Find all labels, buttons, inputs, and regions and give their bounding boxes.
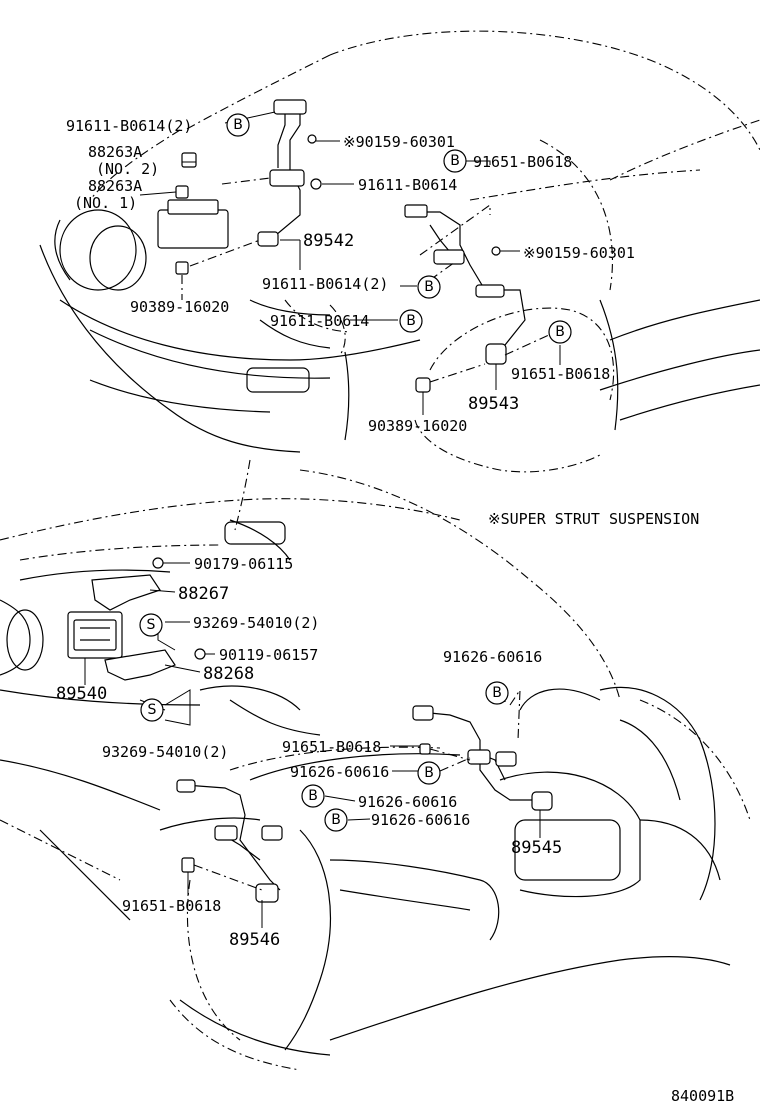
label-88263a: 88263A [88, 177, 142, 195]
label-91651-b0618: 91651-B0618 [473, 153, 572, 171]
label-88268: 88268 [203, 664, 254, 684]
bottom-leader-lines [84, 562, 541, 928]
label-91611-b0614: 91611-B0614 [270, 312, 369, 330]
symbol-s-letter: S [147, 617, 156, 633]
label-89543: 89543 [468, 394, 519, 414]
top-parts [157, 99, 526, 393]
symbol-b [417, 761, 441, 785]
label-90119-06157: 90119-06157 [219, 646, 318, 664]
symbol-b [226, 113, 250, 137]
label-89540: 89540 [56, 684, 107, 704]
label-90159-60301: ※90159-60301 [343, 133, 455, 151]
top-symbols: B B B B B [226, 113, 572, 344]
symbol-b-letter: B [450, 153, 460, 169]
label-no2: (NO. 2) [96, 160, 159, 178]
symbol-b-letter: B [331, 812, 341, 828]
bottom-vehicle-outline [0, 459, 751, 1071]
symbol-b-letter: B [492, 685, 502, 701]
label-91651-b0618: 91651-B0618 [511, 365, 610, 383]
label-89542: 89542 [303, 231, 354, 251]
label-91611-b0614-2: 91611-B0614(2) [66, 117, 192, 135]
symbol-b [399, 309, 423, 333]
label-91611-b0614: 91611-B0614 [358, 176, 457, 194]
symbol-s-letter: S [148, 702, 157, 718]
symbol-b-letter: B [424, 279, 434, 295]
symbol-b [301, 784, 325, 808]
symbol-s [140, 698, 164, 722]
label-90389-16020: 90389-16020 [368, 417, 467, 435]
symbol-b [324, 808, 348, 832]
label-91626-60616: 91626-60616 [358, 793, 457, 811]
bottom-symbols: S S B B B B [139, 613, 509, 832]
symbol-b [485, 681, 509, 705]
top-labels: 91611-B0614(2) ※90159-60301 88263A (NO. … [66, 117, 635, 435]
symbol-b-letter: B [233, 117, 243, 133]
label-93269-54010-2: 93269-54010(2) [193, 614, 319, 632]
symbol-b-letter: B [406, 313, 416, 329]
label-91626-60616: 91626-60616 [371, 811, 470, 829]
top-vehicle-outline [39, 30, 760, 473]
label-93269-54010-2: 93269-54010(2) [102, 743, 228, 761]
symbol-b [417, 275, 441, 299]
label-91626-60616: 91626-60616 [290, 763, 389, 781]
label-88267: 88267 [178, 584, 229, 604]
label-89545: 89545 [511, 838, 562, 858]
label-89546: 89546 [229, 930, 280, 950]
label-91651-b0618: 91651-B0618 [282, 738, 381, 756]
bottom-labels: 90179-06115 88267 93269-54010(2) 90119-0… [56, 555, 562, 950]
label-90389-16020: 90389-16020 [130, 298, 229, 316]
suspension-note: ※SUPER STRUT SUSPENSION [488, 510, 699, 528]
drawing-id: 840091B [671, 1087, 734, 1105]
symbol-s [139, 613, 163, 637]
bottom-parts [67, 557, 553, 903]
label-no1: (NO. 1) [74, 194, 137, 212]
label-90179-06115: 90179-06115 [194, 555, 293, 573]
label-91651-b0618: 91651-B0618 [122, 897, 221, 915]
symbol-b-letter: B [555, 324, 565, 340]
symbol-b-letter: B [308, 788, 318, 804]
label-88263a: 88263A [88, 143, 142, 161]
symbol-b [443, 149, 467, 173]
symbol-b [548, 320, 572, 344]
label-91626-60616: 91626-60616 [443, 648, 542, 666]
label-90159-60301: ※90159-60301 [523, 244, 635, 262]
symbol-b-letter: B [424, 765, 434, 781]
label-91611-b0614-2: 91611-B0614(2) [262, 275, 388, 293]
